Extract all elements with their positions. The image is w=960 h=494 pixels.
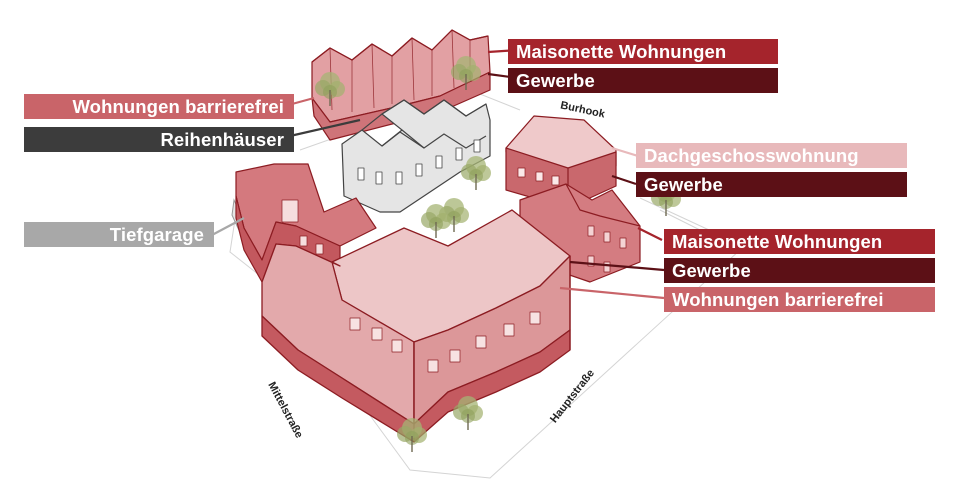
label-dachgeschosswohnung: Dachgeschosswohnung: [636, 143, 907, 168]
label-maisonette-top: Maisonette Wohnungen: [508, 39, 778, 64]
label-gewerbe-top: Gewerbe: [508, 68, 778, 93]
label-gewerbe-right: Gewerbe: [664, 258, 935, 283]
building-main-block: [261, 209, 571, 443]
label-wohnungen-barrierefrei-left: Wohnungen barrierefrei: [24, 94, 294, 119]
label-wohnungen-barrierefrei-right: Wohnungen barrierefrei: [664, 287, 935, 312]
building-reihenhaeuser: [341, 99, 491, 213]
building-burhook: [505, 115, 617, 209]
building-west: [235, 163, 377, 283]
label-gewerbe-burhook: Gewerbe: [636, 172, 907, 197]
label-maisonette-right: Maisonette Wohnungen: [664, 229, 935, 254]
label-reihenhaeuser: Reihenhäuser: [24, 127, 294, 152]
label-tiefgarage: Tiefgarage: [24, 222, 214, 247]
